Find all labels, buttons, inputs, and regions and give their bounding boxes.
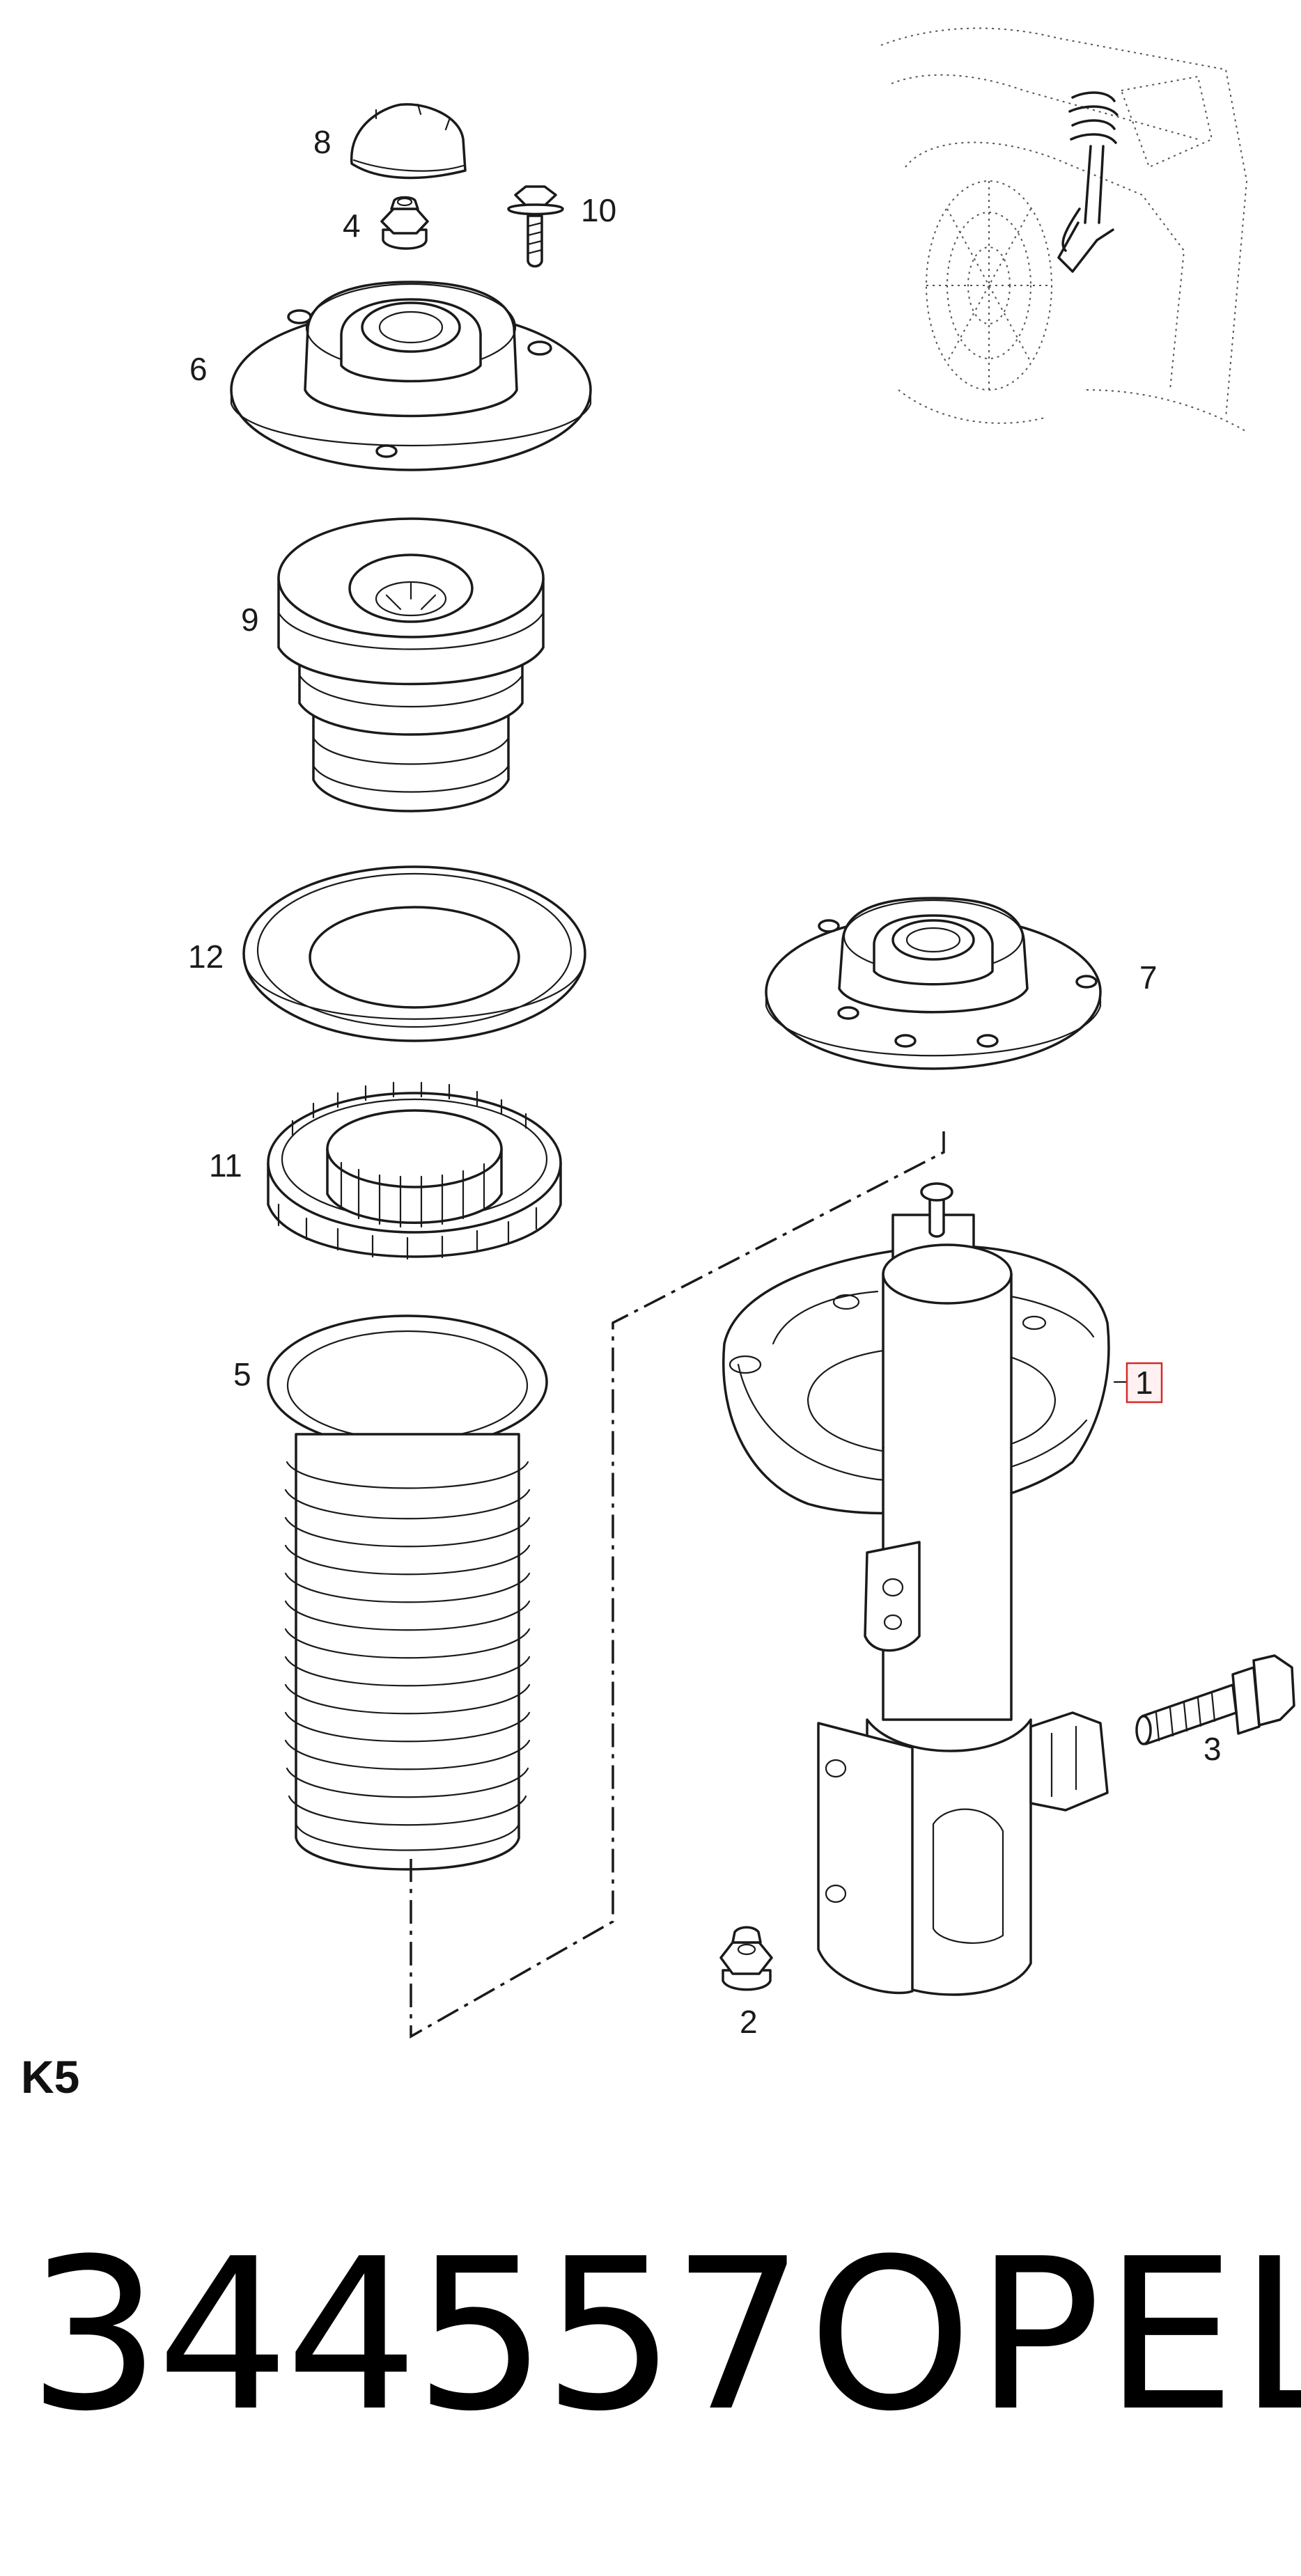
callout-labels: 8 4 10 6 9 12 7 11 5 1 3 2 — [188, 124, 1222, 2040]
callout-1-highlight: 1 — [1125, 1362, 1163, 1404]
callout-2: 2 — [740, 2004, 758, 2040]
callout-10: 10 — [581, 192, 616, 228]
vehicle-location-inset — [880, 27, 1248, 432]
part-1-strut-assembly — [722, 1182, 1110, 1996]
diagram-code: K5 — [21, 2051, 80, 2103]
part-3-bolt — [1135, 1654, 1295, 1745]
callout-4: 4 — [343, 207, 361, 244]
callout-8: 8 — [313, 124, 332, 160]
callout-3: 3 — [1203, 1731, 1222, 1767]
callout-5: 5 — [233, 1356, 251, 1392]
part-8-cap — [350, 103, 467, 180]
brand-name: OPEL — [808, 2214, 1301, 2457]
part-6-upper-mount — [230, 281, 592, 471]
callout-7: 7 — [1139, 959, 1158, 996]
part-number: 344557 — [28, 2214, 804, 2457]
part-12-seal-ring — [242, 865, 586, 1042]
part-7-strut-mount — [765, 897, 1102, 1070]
part-4-nut — [380, 196, 429, 250]
assembly-dash-line — [410, 1131, 945, 2039]
part-5-dust-boot — [267, 1314, 548, 1871]
part-10-bolt — [507, 185, 564, 268]
callout-12: 12 — [188, 938, 224, 975]
callout-9: 9 — [241, 602, 259, 638]
inset-strut-highlight — [1057, 91, 1119, 273]
callout-1: 1 — [1135, 1365, 1153, 1401]
part-9-bump-stop-housing — [277, 517, 545, 812]
callout-6: 6 — [189, 351, 208, 387]
callout-11: 11 — [209, 1147, 242, 1184]
part-2-nut — [719, 1926, 773, 1991]
part-11-bearing — [267, 1081, 562, 1260]
